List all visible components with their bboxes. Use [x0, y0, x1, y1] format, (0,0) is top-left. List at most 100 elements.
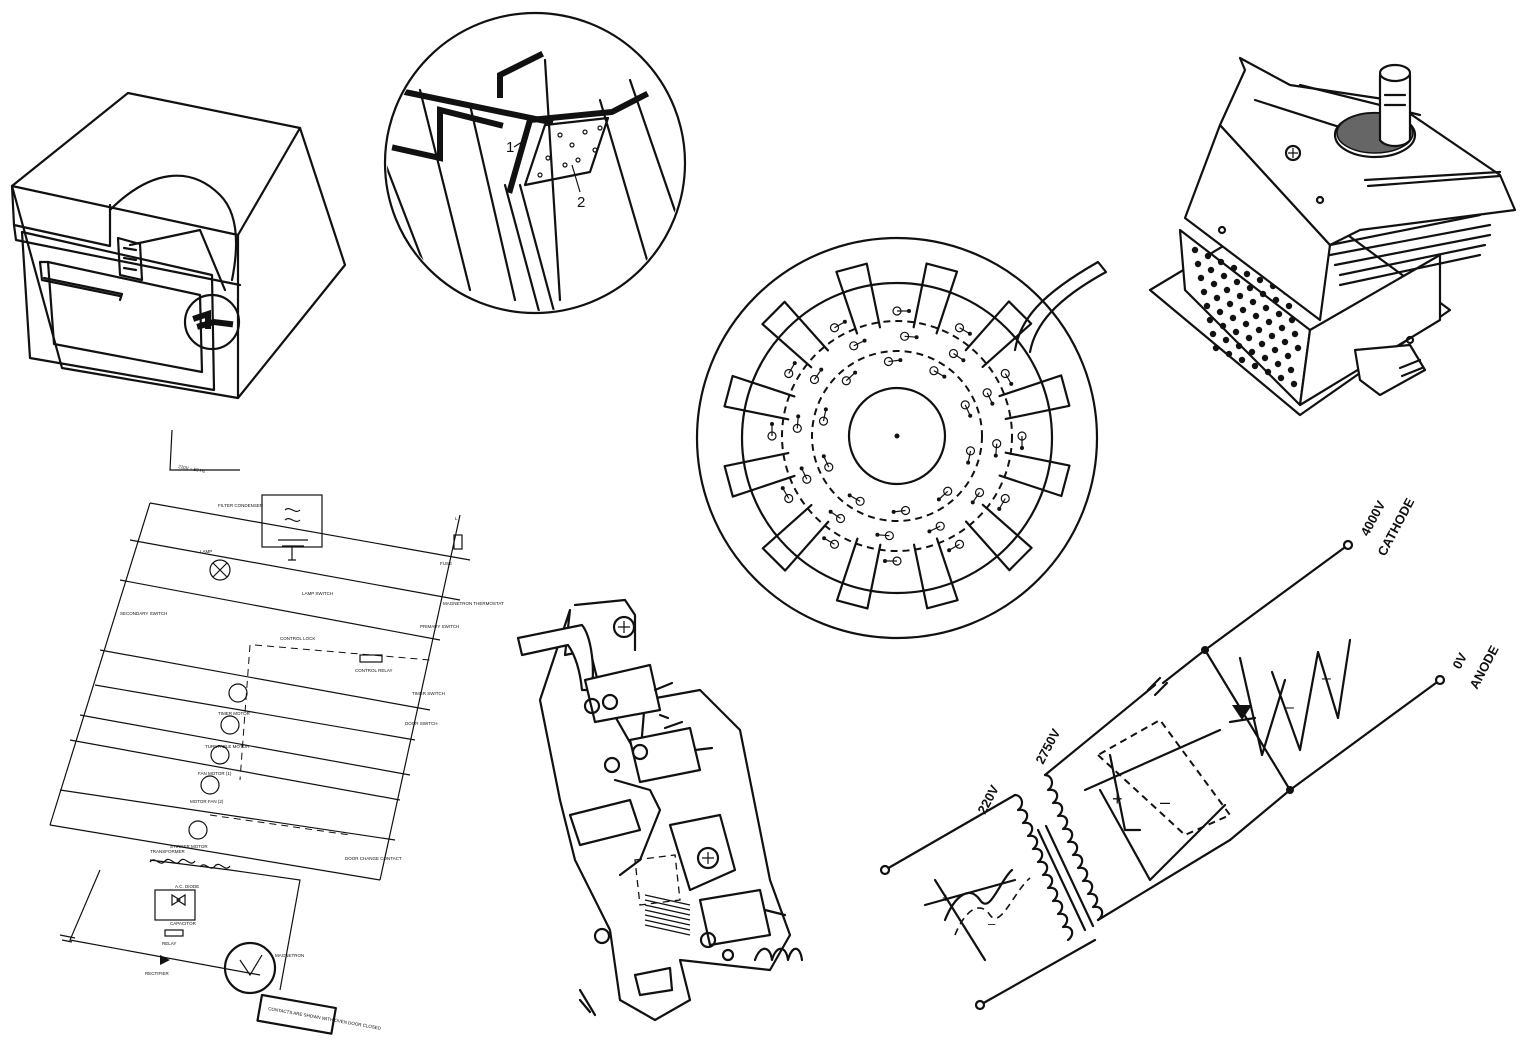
vent-hole [1220, 272, 1228, 280]
electron [943, 486, 953, 496]
electron-arrow [875, 532, 880, 537]
transformer-label: TRANSFORMER [150, 849, 186, 854]
electron-arrow [792, 361, 797, 366]
fuse-label: FUSE [440, 561, 452, 566]
electron-path [853, 340, 865, 347]
electron-arrow [819, 367, 824, 372]
electron-arrow [927, 529, 932, 534]
vent-hole [1284, 352, 1292, 360]
electron [929, 366, 939, 376]
vent-hole [1216, 308, 1224, 316]
vent-hole [1278, 324, 1286, 332]
lamp-switch-label: LAMP SWITCH [302, 591, 333, 596]
vent-hole [1217, 258, 1225, 266]
vent-hole [1245, 334, 1253, 342]
vent-hole [1191, 246, 1199, 254]
live-label: L [455, 516, 458, 521]
electron-arrow [968, 413, 973, 418]
electron [1000, 493, 1010, 504]
electron-arrow [780, 486, 785, 491]
electron-arrow [990, 401, 995, 406]
electron-path [782, 487, 790, 499]
electron-arrow [966, 460, 971, 465]
electron-arrow [821, 454, 826, 459]
vent-hole [1206, 316, 1214, 324]
vent-hole [1242, 320, 1250, 328]
electron-arrow [847, 493, 852, 498]
vent-hole [1255, 326, 1263, 334]
vent-hole [1291, 330, 1299, 338]
wiring-diagram: 220V ~ 50 Hz FILTER CONDENSER L FUSE LAM… [49, 429, 504, 1035]
vent-hole [1239, 306, 1247, 314]
cavity-vane [723, 374, 796, 421]
relay-label: RELAY [162, 941, 176, 946]
vent-hole [1262, 304, 1270, 312]
vent-hole [1223, 286, 1231, 294]
cavity-vane [912, 262, 959, 335]
vent-hole [1268, 332, 1276, 340]
vent-hole [1236, 292, 1244, 300]
timer-switch-label: TIMER SWITCH [412, 691, 445, 696]
electron-arrow [828, 509, 833, 514]
secondary-voltage-label: 2750V [1032, 726, 1063, 767]
electron [855, 496, 865, 506]
vent-hole [1281, 338, 1289, 346]
cavity-vane [723, 451, 796, 498]
electron-path [998, 498, 1006, 510]
filter-condenser [261, 494, 323, 561]
wave-minus: – [988, 916, 996, 931]
control-lock-label: CONTROL LOCK [280, 636, 315, 641]
electron-arrow [796, 414, 801, 419]
vent-hole [1243, 270, 1251, 278]
vent-hole [1256, 276, 1264, 284]
vent-hole [1275, 310, 1283, 318]
electron-path [823, 537, 835, 545]
primary-switch-label: PRIMARY SWITCH [420, 624, 459, 629]
vent-hole [1288, 316, 1296, 324]
electron-arrow [997, 506, 1002, 511]
electron-arrow [914, 335, 919, 340]
electron [982, 388, 992, 398]
electron-path [986, 392, 993, 404]
vent-hole [1194, 260, 1202, 268]
cavity-vane [964, 503, 1033, 572]
electron [784, 368, 794, 379]
spring-coil [644, 894, 691, 936]
electron-path [953, 352, 964, 361]
electron-arrow [1020, 446, 1024, 450]
note-label: CONTACTS ARE SHOWN WITH OVEN DOOR CLOSED [268, 1006, 382, 1031]
vent-hole [1285, 302, 1293, 310]
electron [948, 348, 959, 359]
vent-hole [1212, 344, 1220, 352]
vent-hole [1229, 314, 1237, 322]
anode-voltage: 0V [1449, 650, 1470, 671]
electron [960, 400, 970, 410]
timer-motor-label: TIMER MOTOR [218, 711, 251, 716]
vent-hole [1272, 296, 1280, 304]
vent-hole [1197, 274, 1205, 282]
electron-arrow [862, 338, 867, 343]
door-seal-detail: 1 2 [383, 11, 687, 315]
vent-hole [1230, 264, 1238, 272]
electron-path [995, 443, 998, 456]
wave-plus: + [942, 890, 950, 905]
cavity-vane [835, 262, 882, 335]
electron-arrow [891, 509, 896, 514]
electron-arrow [1009, 381, 1014, 386]
primary-voltage-label: 220V [974, 782, 1002, 816]
cavity-vane [964, 300, 1033, 369]
electron [965, 446, 976, 456]
electron-path [964, 404, 971, 417]
electron-arrow [993, 453, 998, 458]
turntable-label: TURNTABLE MOTOR [205, 744, 250, 749]
vent-hole [1287, 366, 1295, 374]
vent-hole [1238, 356, 1246, 364]
cavity-vane [761, 503, 830, 572]
electron-arrow [822, 536, 827, 541]
electron-path [788, 362, 796, 374]
electron [824, 462, 834, 472]
cavity-vane [761, 300, 830, 369]
electron [802, 474, 812, 484]
vent-hole [1248, 348, 1256, 356]
